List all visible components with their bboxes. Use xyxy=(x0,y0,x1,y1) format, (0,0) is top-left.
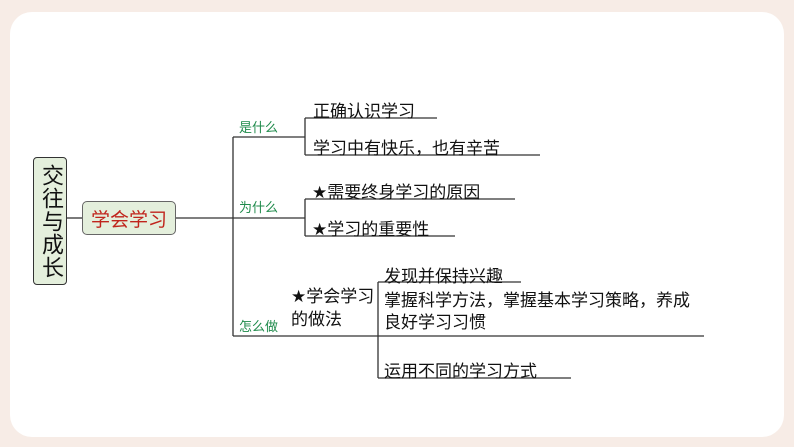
leaf-what-1: 正确认识学习 xyxy=(313,102,415,122)
root-node: 交往与成长 xyxy=(33,157,67,285)
leaf-why-1: ★需要终身学习的原因 xyxy=(312,183,481,203)
leaf-what-2: 学习中有快乐，也有辛苦 xyxy=(313,139,500,159)
leaf-how-3: 运用不同的学习方式 xyxy=(384,362,537,382)
branch-tag-why: 为什么 xyxy=(239,201,279,216)
leaf-why-2: ★学习的重要性 xyxy=(312,220,430,240)
branch-tag-what: 是什么 xyxy=(239,121,279,136)
leaf-how-2: 掌握科学方法，掌握基本学习策略，养成良好学习习惯 xyxy=(384,291,690,333)
leaf-how-1: 发现并保持兴趣 xyxy=(384,267,503,287)
method-label: ★学会学习的做法 xyxy=(291,287,375,330)
center-node: 学会学习 xyxy=(82,201,176,235)
branch-tag-how: 怎么做 xyxy=(239,320,279,335)
root-label: 交往与成长 xyxy=(38,163,63,279)
